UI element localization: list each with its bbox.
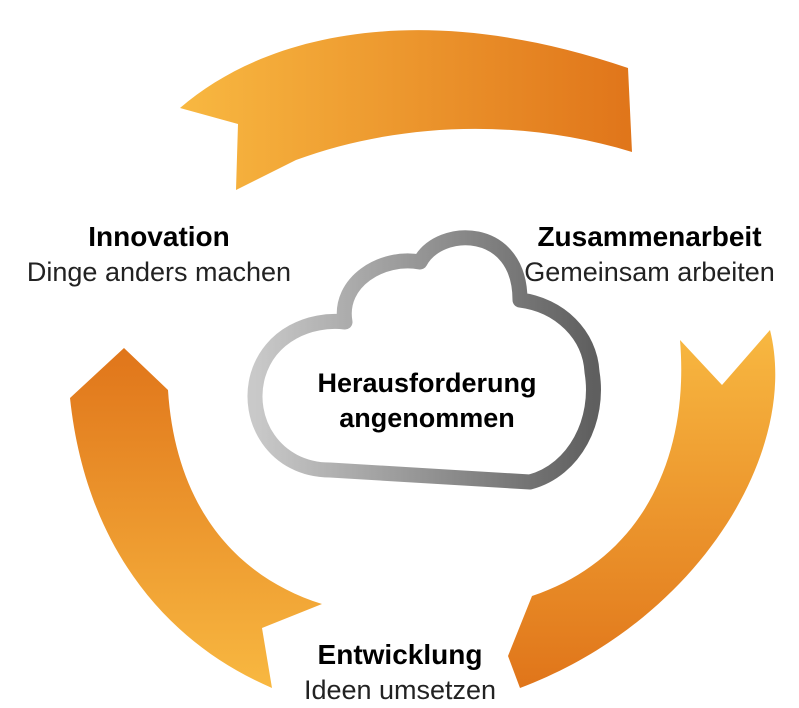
arrow-top xyxy=(180,30,632,191)
cloud xyxy=(247,230,601,490)
node-zusammenarbeit: Zusammenarbeit Gemeinsam arbeiten xyxy=(500,220,799,290)
node-innovation: Innovation Dinge anders machen xyxy=(0,220,318,290)
arrow-left xyxy=(70,348,322,688)
center-label: Herausforderung angenommen xyxy=(262,366,592,436)
node-zusammenarbeit-subtitle: Gemeinsam arbeiten xyxy=(524,257,775,287)
center-label-line1: Herausforderung xyxy=(317,368,537,398)
center-label-line2: angenommen xyxy=(339,403,515,433)
node-entwicklung: Entwicklung Ideen umsetzen xyxy=(270,638,530,708)
node-entwicklung-title: Entwicklung xyxy=(317,639,483,670)
node-innovation-title: Innovation xyxy=(88,221,230,252)
node-entwicklung-subtitle: Ideen umsetzen xyxy=(303,675,497,705)
node-innovation-subtitle: Dinge anders machen xyxy=(26,257,292,287)
node-zusammenarbeit-title: Zusammenarbeit xyxy=(537,221,762,252)
arrow-right xyxy=(508,330,776,688)
